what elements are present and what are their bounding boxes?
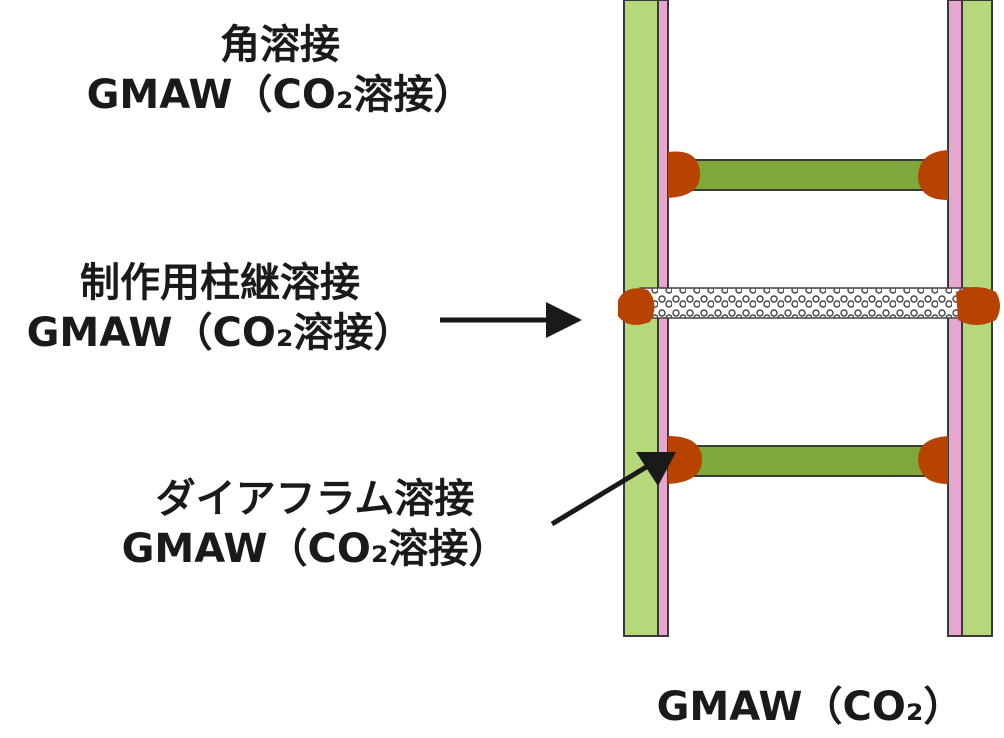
corner-weld-title: 角溶接	[220, 22, 340, 68]
splice-band	[639, 287, 979, 319]
upper-right-weld	[918, 150, 948, 200]
splice-right-weld	[956, 287, 1000, 325]
upper-left-weld	[668, 151, 700, 198]
upper-diaphragm	[668, 150, 948, 200]
diaphragm-weld-method: GMAW（CO₂溶接）	[121, 526, 509, 572]
lower-diaphragm	[668, 436, 948, 484]
column-splice-label: 制作用柱継溶接 GMAW（CO₂溶接）	[0, 258, 440, 358]
lower-right-weld	[918, 436, 948, 484]
corner-weld-method: GMAW（CO₂溶接）	[86, 72, 474, 118]
lower-left-weld	[668, 436, 702, 484]
column-splice-method: GMAW（CO₂溶接）	[26, 310, 414, 356]
diaphragm-weld-label: ダイアフラム溶接 GMAW（CO₂溶接）	[80, 474, 550, 574]
splice-arrow	[440, 302, 582, 338]
column-splice	[618, 287, 1000, 325]
figure-caption: GMAW（CO₂）	[656, 684, 964, 730]
corner-weld-label: 角溶接 GMAW（CO₂溶接）	[30, 20, 530, 120]
diaphragm-arrow	[550, 452, 676, 527]
lower-diaphragm-plate	[689, 445, 925, 477]
splice-left-weld	[618, 288, 655, 325]
upper-diaphragm-plate	[689, 159, 925, 191]
diaphragm-weld-title: ダイアフラム溶接	[155, 476, 475, 522]
column-splice-title: 制作用柱継溶接	[80, 260, 360, 306]
